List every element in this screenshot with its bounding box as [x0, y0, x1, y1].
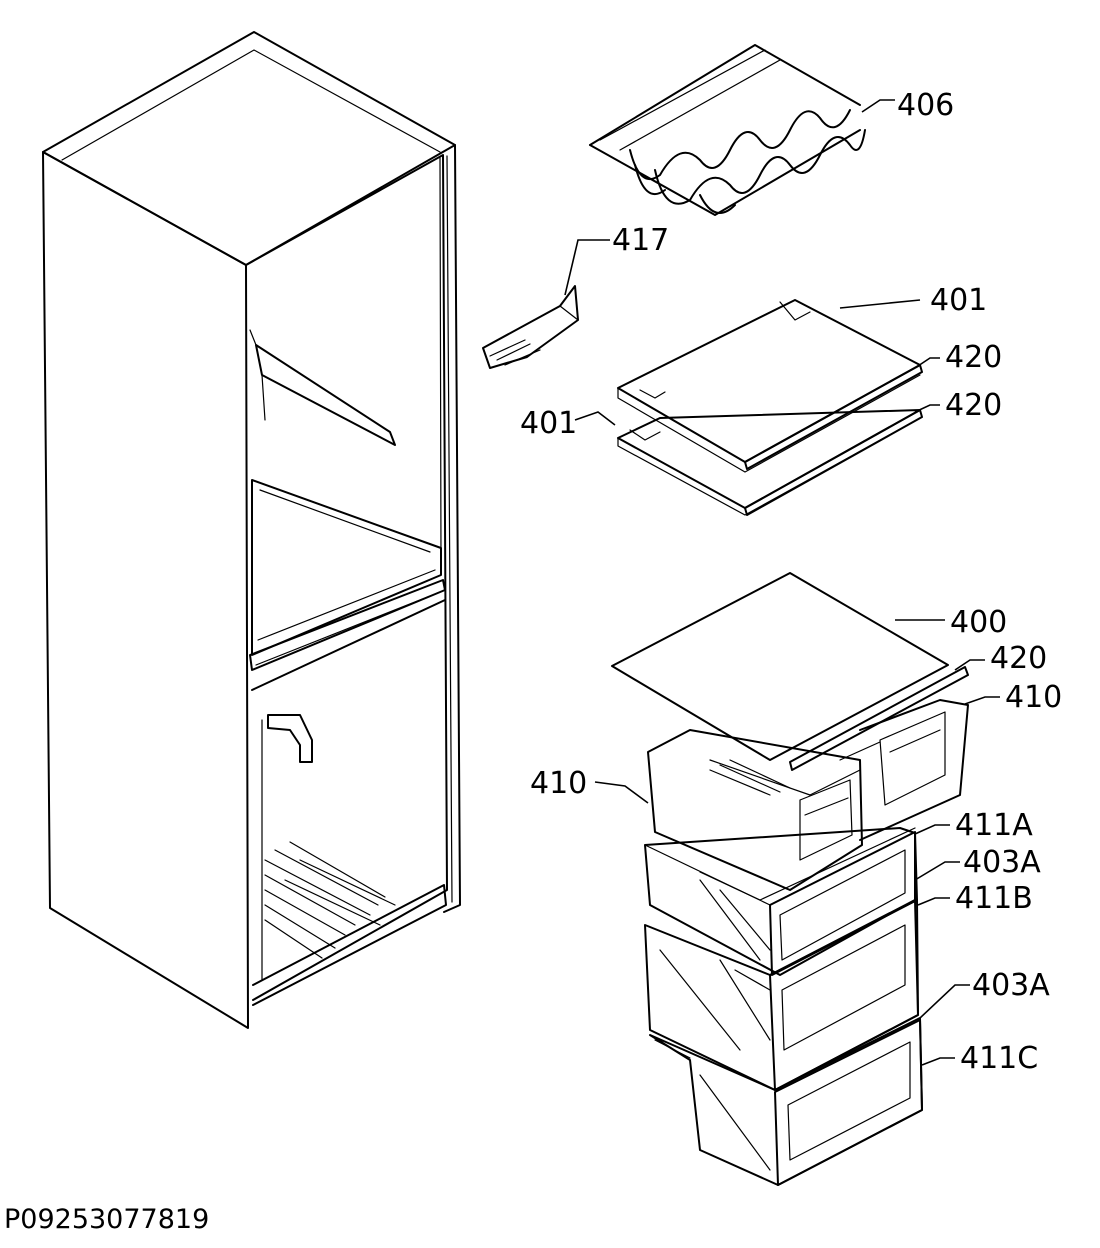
callout-410-left: 410: [530, 766, 587, 801]
document-code: P09253077819: [4, 1204, 210, 1235]
drawer-411A: [644, 827, 918, 976]
callout-420-upper: 420: [945, 340, 1002, 375]
callout-400: 400: [950, 605, 1007, 640]
drawer-411C: [649, 1017, 923, 1186]
callout-420-plate: 420: [990, 641, 1047, 676]
bottle-rack-406: [589, 44, 866, 216]
callout-417: 417: [612, 223, 669, 258]
glass-shelves-401: [617, 299, 923, 516]
shelf-clip-417: [482, 285, 579, 369]
callout-403A-upper: 403A: [963, 845, 1041, 880]
callout-401-upper: 401: [930, 283, 987, 318]
callout-406: 406: [897, 88, 954, 123]
glass-plate-400: [611, 572, 969, 771]
callout-labels: 406 417 401 420 401 420 400 420 410 410 …: [520, 88, 1062, 1076]
drawer-411B: [644, 899, 919, 1091]
callout-411B: 411B: [955, 881, 1033, 916]
leader-lines: [564, 99, 1000, 1066]
callout-410-right: 410: [1005, 680, 1062, 715]
fridge-cabinet: [42, 31, 461, 1029]
callout-411C: 411C: [960, 1041, 1038, 1076]
callout-420-lower: 420: [945, 388, 1002, 423]
callout-411A: 411A: [955, 808, 1033, 843]
callout-403A-lower: 403A: [972, 968, 1050, 1003]
callout-401-lower: 401: [520, 406, 577, 441]
boxes-410: [647, 699, 969, 891]
